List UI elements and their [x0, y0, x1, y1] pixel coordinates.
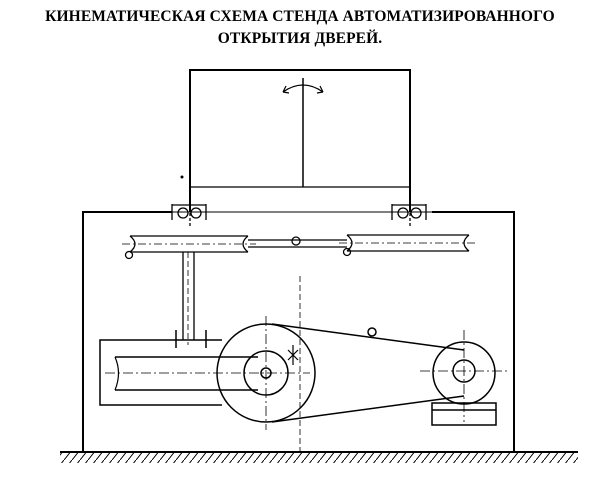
- door-panel: [180, 69, 411, 212]
- diagram-title-line-1: КИНЕМАТИЧЕСКАЯ СХЕМА СТЕНДА АВТОМАТИЗИРО…: [45, 8, 555, 25]
- upper-pulley-left: [122, 235, 256, 260]
- large-pulley: [216, 276, 316, 452]
- electric-motor: [420, 330, 510, 426]
- drive-belt: [271, 323, 465, 423]
- upper-belt: [248, 236, 347, 248]
- door-roller-left: [171, 204, 207, 226]
- ground: [60, 451, 578, 463]
- vertical-shaft: [182, 252, 195, 345]
- gearbox: [99, 330, 310, 406]
- diagram-title-line-2: ОТКРЫТИЯ ДВЕРЕЙ.: [217, 30, 383, 47]
- stand-frame: [82, 211, 515, 452]
- upper-pulley-right: [339, 234, 477, 257]
- door-roller-right: [391, 204, 427, 226]
